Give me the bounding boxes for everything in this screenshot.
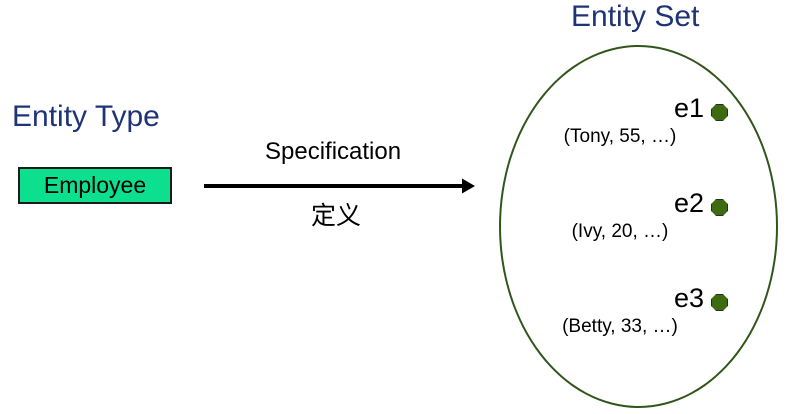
entity-id-line: e1 <box>501 95 780 125</box>
entity-dot-icon <box>711 294 728 311</box>
entity-id-label: e2 <box>673 188 704 218</box>
specification-arrow <box>200 175 480 197</box>
entity-item-e1: e1 (Tony, 55, …) <box>501 95 780 151</box>
entity-id-label: e3 <box>673 283 704 313</box>
specification-arrow-svg <box>204 178 475 194</box>
definition-label-chinese: 定义 <box>311 202 362 230</box>
entity-set-ellipse: e1 (Tony, 55, …) e2 (Ivy, 20, …) e3 (Bet… <box>499 45 778 408</box>
entity-tuple-label: (Tony, 55, …) <box>563 126 677 147</box>
entity-dot-icon <box>711 104 728 121</box>
entity-item-e3: e3 (Betty, 33, …) <box>501 285 780 341</box>
entity-tuple-label: (Betty, 33, …) <box>562 316 678 337</box>
employee-entity-type-box: Employee <box>18 167 172 204</box>
entity-id-label: e1 <box>673 93 704 123</box>
entity-id-line: e2 <box>501 190 780 220</box>
specification-label: Specification <box>265 138 402 165</box>
entity-type-title: Entity Type <box>12 100 160 133</box>
arrow-head-icon <box>462 178 475 194</box>
entity-id-line: e3 <box>501 285 780 315</box>
entity-set-title: Entity Set <box>571 0 700 33</box>
entity-dot-icon <box>711 199 728 216</box>
entity-item-e2: e2 (Ivy, 20, …) <box>501 190 780 246</box>
entity-tuple-label: (Ivy, 20, …) <box>571 221 669 242</box>
employee-entity-type-label: Employee <box>43 172 147 198</box>
